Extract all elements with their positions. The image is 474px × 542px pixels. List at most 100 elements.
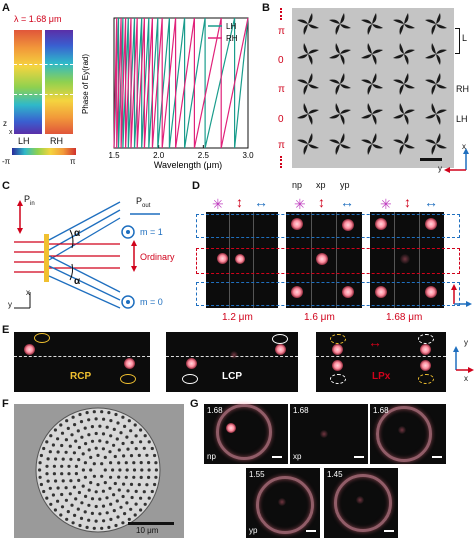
series-line-rh	[113, 17, 249, 149]
lens-element	[65, 419, 69, 423]
lens-element	[46, 479, 50, 483]
m1-label: m = 1	[140, 227, 163, 237]
x-tick-label: 3.0	[242, 151, 254, 160]
lh-row-label: LH	[456, 114, 468, 124]
g-wavelength-2: 1.68	[293, 406, 309, 415]
pinwheel-element	[329, 133, 351, 155]
lens-element	[89, 455, 93, 459]
rotation-icon-white-dashed	[330, 374, 346, 384]
lens-element	[69, 479, 73, 483]
lens-element	[61, 479, 65, 483]
axis-indicator-d	[451, 284, 472, 307]
lens-element	[94, 504, 98, 509]
pinwheel-element	[329, 43, 351, 65]
lens-element	[150, 446, 154, 451]
lens-element	[112, 493, 116, 497]
horizontal-pol-icon-1: ↔	[254, 194, 268, 210]
lens-element	[133, 513, 137, 517]
focal-spot-dim	[278, 498, 286, 506]
lens-element	[113, 481, 117, 486]
chart-x-axis-label: Wavelength (μm)	[154, 160, 222, 170]
pinwheel-element	[297, 133, 319, 155]
pinwheel-element	[297, 73, 319, 95]
lh-phase-map	[14, 30, 42, 134]
pinwheel-element	[329, 73, 351, 95]
wavelength-label-1-2: 1.2 μm	[222, 312, 253, 323]
lens-element	[59, 423, 63, 427]
lens-element	[65, 517, 69, 521]
axis-z-label: z	[3, 119, 7, 128]
rotation-icon-yellow	[120, 374, 136, 384]
pinwheel-element	[297, 103, 319, 125]
alpha-label-bottom: α	[74, 276, 81, 287]
unpolarized-icon-2: ✳	[294, 196, 306, 212]
lens-element	[101, 447, 105, 451]
focal-tile-2	[290, 404, 368, 464]
phase-label-5: π	[278, 140, 285, 151]
panel-label-a: A	[2, 2, 10, 14]
spot	[425, 286, 437, 298]
pinwheel-element	[393, 73, 415, 95]
pinwheel-element	[361, 13, 383, 35]
spot	[124, 358, 135, 369]
lens-element	[85, 525, 89, 529]
lens-element	[64, 486, 68, 490]
lens-element	[122, 454, 126, 458]
lens-element	[125, 501, 129, 505]
pinwheel-element	[329, 103, 351, 125]
lens-element	[96, 453, 100, 457]
lens-element	[79, 516, 84, 520]
axis-b-y: y	[438, 164, 442, 173]
lens-element	[108, 450, 112, 454]
g-wavelength-5: 1.45	[327, 470, 343, 479]
lens-element	[60, 472, 64, 476]
axis-indicator-e	[453, 346, 474, 373]
lens-element	[154, 461, 158, 465]
structure-label-lh: LH	[18, 136, 30, 146]
pinwheel-element	[393, 13, 415, 35]
lens-element	[147, 440, 151, 444]
p-in-label: Pin	[24, 194, 35, 207]
lens-element	[103, 468, 107, 472]
lens-element	[127, 419, 131, 423]
g-pol-2: xp	[293, 452, 302, 461]
focal-spot	[226, 423, 236, 433]
axis-b-x: x	[462, 142, 466, 151]
g-wavelength-1: 1.68	[207, 406, 223, 415]
g-scale-bar	[272, 456, 282, 458]
horizontal-pol-icon-2: ↔	[340, 194, 354, 210]
pol-label-np: np	[292, 180, 303, 190]
m0-order-box	[196, 282, 460, 306]
lens-element	[48, 450, 52, 454]
lens-element	[81, 452, 85, 456]
lens-element	[46, 457, 50, 461]
spot	[332, 360, 343, 371]
lens-element	[100, 410, 104, 414]
lens-element	[45, 464, 49, 468]
lens-element	[137, 453, 141, 457]
unpolarized-icon-3: ✳	[380, 196, 392, 212]
panel-label-f: F	[2, 398, 9, 410]
lens-element	[100, 526, 104, 530]
lens-element	[125, 468, 129, 472]
lens-element	[139, 440, 143, 444]
lens-element	[114, 412, 118, 417]
lens-element	[114, 523, 118, 528]
lens-element	[134, 434, 138, 438]
lens-element	[107, 411, 111, 415]
lens-element	[122, 482, 126, 486]
spot	[375, 286, 387, 298]
lens-element	[89, 468, 93, 472]
lens-element	[60, 443, 64, 448]
lens-element	[116, 421, 120, 425]
rotation-icon-yellow	[34, 333, 50, 343]
pinwheel-element	[361, 43, 383, 65]
lens-element	[68, 444, 72, 448]
col-separator	[253, 212, 254, 308]
lens-element	[80, 435, 84, 439]
phase-label-4: 0	[278, 114, 284, 125]
pinwheel-element	[393, 103, 415, 125]
lens-element	[94, 446, 98, 450]
lens-element	[81, 484, 85, 488]
